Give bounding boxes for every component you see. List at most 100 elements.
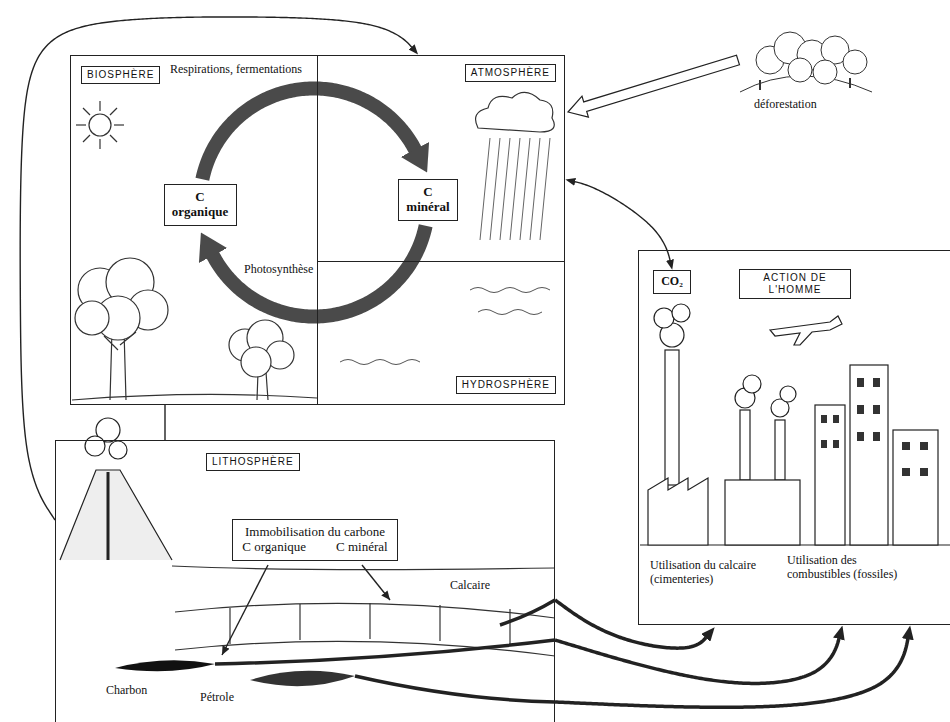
carbon-pool-box: C minéral (398, 179, 458, 221)
factory (725, 480, 800, 545)
rock-strata (175, 641, 555, 656)
extraction-line (355, 676, 555, 702)
use-note: Utilisation des combustibles (fossiles) (785, 553, 901, 582)
rain-cloud (480, 138, 550, 240)
box-text: Immobilisation du carbone (242, 525, 387, 540)
rain-cloud (476, 92, 555, 132)
buildings (893, 430, 938, 545)
factory (672, 304, 690, 322)
rain-cloud (490, 138, 500, 240)
sun (110, 135, 117, 142)
rain-cloud (480, 138, 490, 240)
rock-strata (369, 603, 370, 639)
picture-caption: déforestation (752, 97, 819, 111)
ground-line (72, 394, 317, 400)
buildings (857, 378, 864, 387)
volcano (85, 436, 105, 456)
storage-arrow (222, 565, 268, 655)
water-waves (478, 310, 542, 315)
sun (110, 108, 117, 115)
water-waves (340, 360, 420, 365)
buildings (873, 378, 880, 387)
rain-cloud (510, 138, 520, 240)
rock-strata (439, 605, 440, 641)
tree (75, 301, 109, 335)
flow-line (164, 405, 165, 440)
box-text: C organique (172, 190, 228, 220)
factory (743, 375, 761, 393)
rock-label: Pétrole (198, 690, 236, 704)
tree (241, 347, 271, 377)
sphere-name: HYDROSPHÈRE (456, 376, 556, 394)
box-text: C organique (242, 540, 306, 555)
rock-label: Calcaire (448, 578, 492, 592)
sphere-region: ATMOSPHÈRE C minéral (318, 55, 565, 262)
buildings (821, 415, 827, 423)
sun (76, 101, 124, 149)
process-label: Respirations, fermentations (168, 62, 304, 76)
sun (99, 139, 100, 149)
box-text: CO₂ (661, 275, 683, 289)
buildings (821, 440, 827, 448)
extraction-line (215, 600, 555, 702)
rain-cloud (520, 138, 530, 240)
box-text: C minéral (406, 185, 449, 215)
buildings (833, 440, 839, 448)
exchange-arrow (575, 182, 670, 260)
water-waves (470, 288, 550, 293)
sun (83, 108, 90, 115)
rock-label: Charbon (104, 683, 149, 697)
sphere-name: BIOSPHÈRE (81, 66, 160, 84)
rock-strata (509, 609, 510, 645)
factory (775, 420, 785, 480)
storage-arrow (362, 565, 390, 600)
forest (740, 32, 872, 92)
buildings (902, 468, 910, 476)
buildings (920, 468, 928, 476)
carbon-pool-box: C organique (164, 184, 237, 226)
forest (843, 50, 867, 74)
airplane (770, 316, 842, 345)
rock-strata (299, 604, 300, 640)
forest (788, 58, 812, 82)
factory (780, 386, 796, 402)
factory (654, 308, 674, 328)
gas-box: CO₂ (653, 270, 691, 294)
sphere-region: BIOSPHÈRE C organique (70, 55, 318, 405)
sphere-name: ATMOSPHÈRE (465, 64, 556, 82)
sun (83, 135, 90, 142)
rain-cloud (540, 138, 550, 240)
factory (648, 478, 708, 545)
deforestation-arrow (568, 55, 740, 117)
process-label: Photosynthèse (242, 262, 315, 276)
sun (76, 124, 86, 125)
storage-box: Immobilisation du carboneC organique C mi… (232, 519, 398, 561)
coal-seam (115, 660, 215, 671)
cycle-arrow (213, 226, 426, 317)
box-text: C minéral (336, 540, 388, 555)
sphere-name: LITHOSPHÈRE (206, 453, 300, 471)
tree (75, 258, 294, 400)
buildings (873, 405, 880, 414)
buildings (821, 378, 928, 476)
flow-arrow (20, 17, 412, 520)
rock-strata (172, 566, 555, 656)
extraction-arrow (555, 639, 908, 707)
factory (665, 350, 679, 485)
buildings (902, 442, 910, 450)
rain-cloud (476, 92, 555, 240)
buildings (815, 365, 938, 545)
oil-pocket (250, 671, 355, 686)
coal-seam (115, 660, 215, 671)
volcano (109, 441, 127, 459)
connectors (20, 17, 908, 707)
volcano (60, 470, 172, 560)
buildings (850, 365, 888, 545)
extraction-line (215, 640, 555, 664)
rain-cloud (530, 138, 540, 240)
rain-cloud (500, 138, 510, 240)
storage-arrow (222, 565, 390, 655)
ground-line (72, 394, 317, 400)
buildings (815, 405, 845, 545)
